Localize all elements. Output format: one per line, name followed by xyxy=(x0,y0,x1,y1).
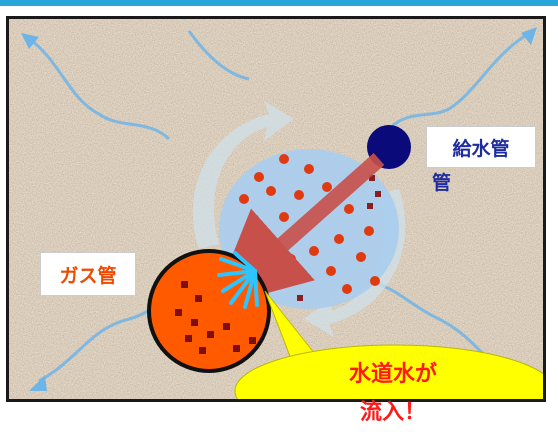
callout-line-1: 水道水が xyxy=(348,362,437,387)
particle xyxy=(300,272,310,282)
particle xyxy=(266,186,276,196)
callout-text: 水道水が 流入！ xyxy=(318,356,468,432)
arrowhead-icon xyxy=(521,27,537,45)
swirl-arrow-left xyxy=(192,101,294,249)
supply-pipe-label: 給水管 xyxy=(426,126,536,168)
seepage-line xyxy=(28,37,171,141)
particle xyxy=(249,214,259,224)
fragment xyxy=(297,295,303,301)
top-accent-bar xyxy=(0,0,558,6)
particle xyxy=(370,276,380,286)
callout-line-2: 流入！ xyxy=(359,400,426,425)
seepage-line xyxy=(387,31,530,131)
particle xyxy=(304,164,314,174)
arrowhead-icon xyxy=(21,33,39,49)
fragment xyxy=(367,203,373,209)
particle xyxy=(309,246,319,256)
particle xyxy=(239,194,249,204)
debris xyxy=(195,295,202,302)
particle xyxy=(279,154,289,164)
particle xyxy=(254,172,264,182)
diagram-canvas xyxy=(9,19,543,399)
fragment xyxy=(369,175,375,181)
debris xyxy=(223,323,230,330)
particle xyxy=(286,254,296,264)
particle xyxy=(334,234,344,244)
gas-pipe-label: ガス管 xyxy=(40,252,136,296)
gas-pipe-debris xyxy=(175,281,256,354)
particle xyxy=(344,204,354,214)
diagram-scene xyxy=(6,16,546,402)
particle xyxy=(356,252,366,262)
debris xyxy=(199,347,206,354)
seepage-line xyxy=(187,30,250,81)
particle xyxy=(364,226,374,236)
debris xyxy=(233,345,240,352)
arrowhead-icon xyxy=(29,375,47,391)
particle xyxy=(342,284,352,294)
particle xyxy=(322,182,332,192)
debris xyxy=(175,309,182,316)
debris xyxy=(207,331,214,338)
debris xyxy=(181,281,188,288)
particle xyxy=(294,190,304,200)
particle xyxy=(279,212,289,222)
arrow-down-left-icon xyxy=(211,153,385,309)
debris xyxy=(249,337,256,344)
debris xyxy=(191,319,198,326)
debris xyxy=(185,335,192,342)
fragment xyxy=(375,191,381,197)
callout-bubble xyxy=(234,344,543,399)
particle xyxy=(326,266,336,276)
supply-pipe-label-fragment: 管 xyxy=(432,172,452,194)
burst-icon xyxy=(217,251,259,309)
